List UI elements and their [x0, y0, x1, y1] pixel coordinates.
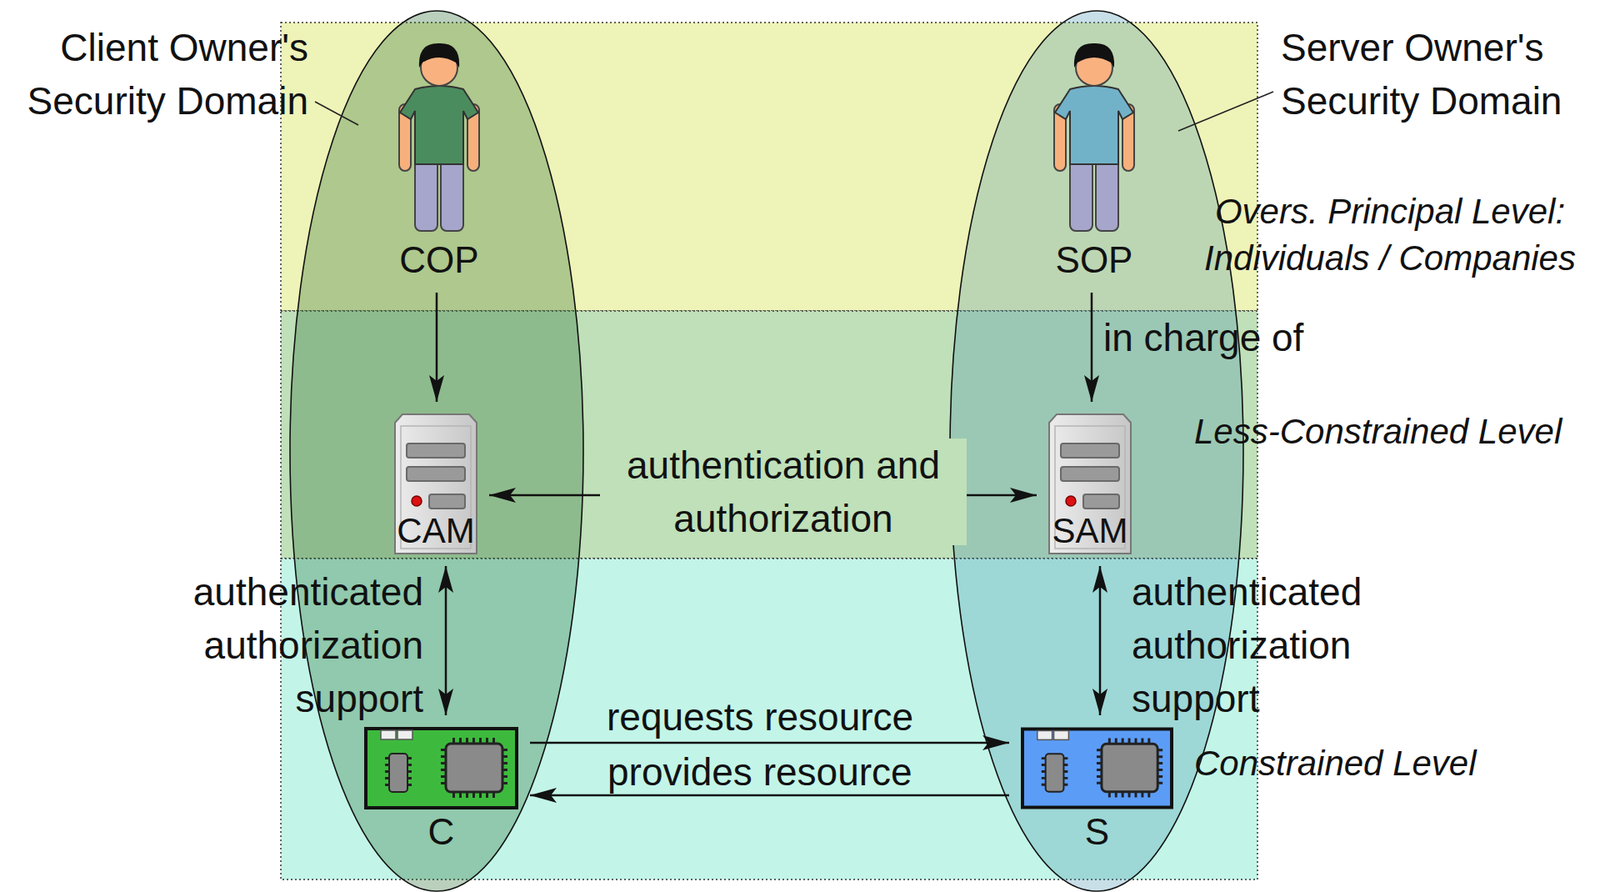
leader-line [315, 101, 359, 125]
connector-arrow [1090, 292, 1094, 402]
edge-label: requests resource [606, 695, 914, 739]
server-icon [395, 414, 477, 554]
node-name: S [1020, 810, 1174, 854]
node-name: SOP [1046, 238, 1142, 282]
level-label: Constrained Level [1194, 740, 1595, 787]
connector-arrow [435, 292, 439, 402]
connector-arrow [1099, 565, 1102, 715]
board-icon [365, 728, 517, 808]
connector-arrow [445, 565, 448, 715]
node-name: SAM [1048, 510, 1132, 551]
edge-label: in charge of [1103, 315, 1354, 360]
level-label: Overs. Principal Level: Individuals / Co… [1181, 188, 1599, 282]
domain-heading: Server Owner's Security Domain [1280, 20, 1590, 128]
level-label: Less-Constrained Level [1194, 408, 1595, 455]
node-name: C [364, 810, 519, 854]
edge-label: authenticated authorization support [1131, 565, 1422, 725]
edge-label: authentication and authorization [600, 438, 967, 545]
person-icon [1054, 43, 1135, 231]
connector-arrow [530, 741, 1010, 745]
domain-heading: Client Owner's Security Domain [6, 20, 309, 128]
board-icon [1022, 729, 1172, 808]
leader-line [1178, 91, 1274, 131]
principal-band [280, 22, 1258, 311]
server-icon [1049, 414, 1131, 554]
person-icon [399, 43, 480, 231]
connector-arrow [530, 794, 1010, 797]
edge-label: authenticated authorization support [133, 565, 424, 725]
edge-label: provides resource [607, 750, 913, 794]
node-name: COP [391, 238, 487, 282]
node-name: CAM [394, 510, 478, 551]
